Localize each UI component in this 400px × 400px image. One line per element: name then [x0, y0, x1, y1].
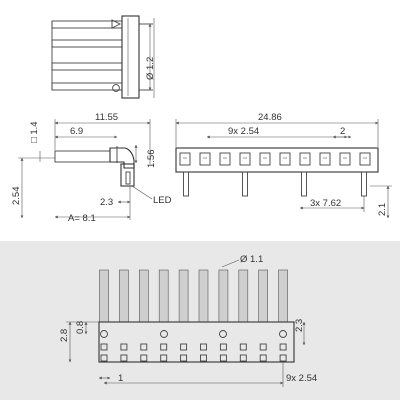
front-slot: [239, 152, 251, 166]
dim-bottom-28: 2.8: [59, 329, 70, 342]
front-pin: [361, 171, 367, 197]
bottom-pad: [200, 354, 207, 362]
bottom-pad: [160, 343, 168, 351]
dim-bottom-1: 1: [118, 373, 123, 384]
bottom-pin: [218, 269, 229, 323]
front-slot: [279, 152, 291, 166]
dim-side-254: 2.54: [11, 187, 22, 206]
dim-front-pitch: 9x 2.54: [228, 126, 259, 137]
bottom-pin: [158, 269, 169, 323]
bottom-view: Ø 1.1 2.8 0.8 2.3 1 9x 2.54: [59, 254, 317, 387]
bottom-pad: [180, 343, 188, 351]
front-slot: [339, 152, 351, 166]
dim-side-square: □ 1.4: [29, 121, 40, 143]
bottom-pad: [140, 343, 148, 351]
front-slot: [299, 152, 311, 166]
dim-dia-pin: Ø 1.2: [145, 57, 156, 80]
bottom-pad: [259, 343, 267, 351]
bottom-pin: [178, 269, 189, 323]
bottom-pad: [180, 354, 188, 362]
bottom-pad: [140, 354, 148, 362]
dim-side-overall: 11.55: [95, 112, 118, 123]
bottom-pad: [100, 354, 108, 362]
front-pin: [242, 171, 248, 197]
bottom-pad: [239, 354, 247, 362]
bottom-pad: [279, 354, 287, 362]
dim-bottom-08: 0.8: [75, 321, 86, 334]
front-pin: [301, 171, 307, 197]
bottom-hole: [219, 330, 227, 338]
dim-front-21: 2.1: [377, 203, 388, 216]
front-slot: [259, 152, 271, 166]
dim-side-68: 6.9: [70, 126, 83, 137]
bottom-pad: [200, 343, 207, 351]
front-slot: [319, 152, 331, 166]
top-view: Ø 1.2: [51, 15, 156, 99]
bottom-pin: [99, 269, 109, 323]
bottom-pin: [139, 269, 149, 323]
dim-front-overall: 24.86: [258, 112, 282, 123]
dim-side-23: 2.3: [100, 197, 113, 208]
pin-marker-icon: [112, 84, 120, 92]
dim-bottom-pitch: 9x 2.54: [286, 373, 317, 384]
dim-front-2: 2: [340, 126, 345, 137]
side-view: 11.55 6.9 □ 1.4 1.56 2.54 2.3 A= 8.1 LED: [11, 112, 172, 224]
dim-side-a: A= 8.1: [68, 213, 96, 224]
bottom-hole: [160, 330, 168, 338]
bottom-pad: [279, 343, 287, 351]
dim-bottom-23: 2.3: [294, 319, 305, 332]
dim-front-762: 3x 7.62: [310, 198, 341, 209]
bottom-pad: [120, 343, 128, 351]
bottom-pin: [119, 269, 129, 323]
front-pin: [183, 171, 189, 197]
dim-side-156: 1.56: [146, 150, 157, 169]
front-slot: [359, 152, 371, 166]
bottom-pad: [160, 354, 168, 362]
front-view: 24.86 9x 2.54 2 3x 7.62 2.1: [175, 112, 392, 219]
bottom-pad: [100, 343, 108, 351]
bottom-pin: [198, 269, 209, 323]
dim-bottom-hole: Ø 1.1: [240, 254, 263, 265]
led-label: LED: [153, 195, 172, 206]
front-slot: [219, 152, 231, 166]
bottom-pad: [239, 343, 247, 351]
bottom-pad: [259, 354, 267, 362]
bottom-pad: [219, 354, 227, 362]
triangle-marker-icon: [111, 19, 122, 29]
bottom-pad: [219, 343, 227, 351]
bottom-hole: [100, 330, 108, 338]
front-slot: [179, 152, 191, 166]
bottom-pad: [120, 354, 128, 362]
bottom-hole: [279, 330, 287, 338]
bottom-pin: [278, 269, 288, 323]
bottom-pin: [258, 269, 269, 323]
front-slot: [199, 152, 211, 166]
bottom-pin: [238, 269, 249, 323]
